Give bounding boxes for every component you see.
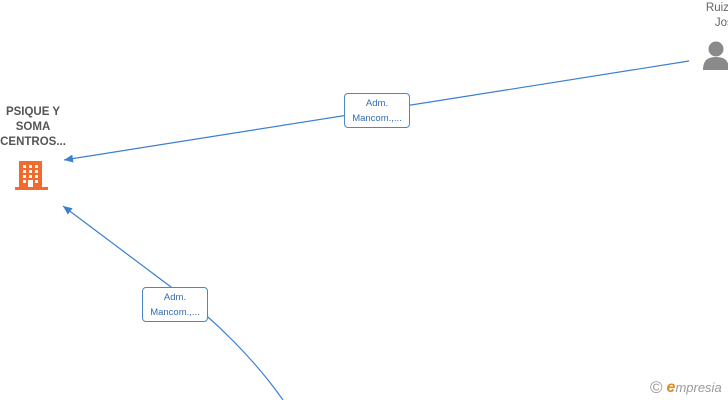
watermark: © e mpresia [650,378,722,398]
copyright-icon: © [650,378,663,397]
edge-label-1-line-2: Mancom.,... [352,113,402,124]
person-node-label[interactable]: Ruiz Ma Jose [682,1,728,31]
edge-label-person-company[interactable]: Adm. Mancom.,... [344,93,410,128]
brand-logo-text: mpresia [675,380,722,395]
person-label-line-1: Ruiz Ma [705,2,728,14]
company-label-line-3: CENTROS... [0,136,66,148]
company-label-line-1: PSIQUE Y [5,106,61,118]
brand-logo-initial: e [666,379,676,396]
building-icon[interactable] [15,158,49,192]
company-label-line-2: SOMA [15,121,51,133]
edge-label-1-line-1: Adm. [365,98,389,109]
company-node-label[interactable]: PSIQUE Y SOMA CENTROS... [0,105,78,150]
person-icon[interactable] [703,40,728,72]
brand-logo: e mpresia [667,379,722,397]
edge-label-2-line-2: Mancom.,... [150,307,200,318]
person-label-line-2: Jose [714,17,728,29]
edge-label-offscreen-company[interactable]: Adm. Mancom.,... [142,287,208,322]
edge-label-2-line-1: Adm. [163,292,187,303]
